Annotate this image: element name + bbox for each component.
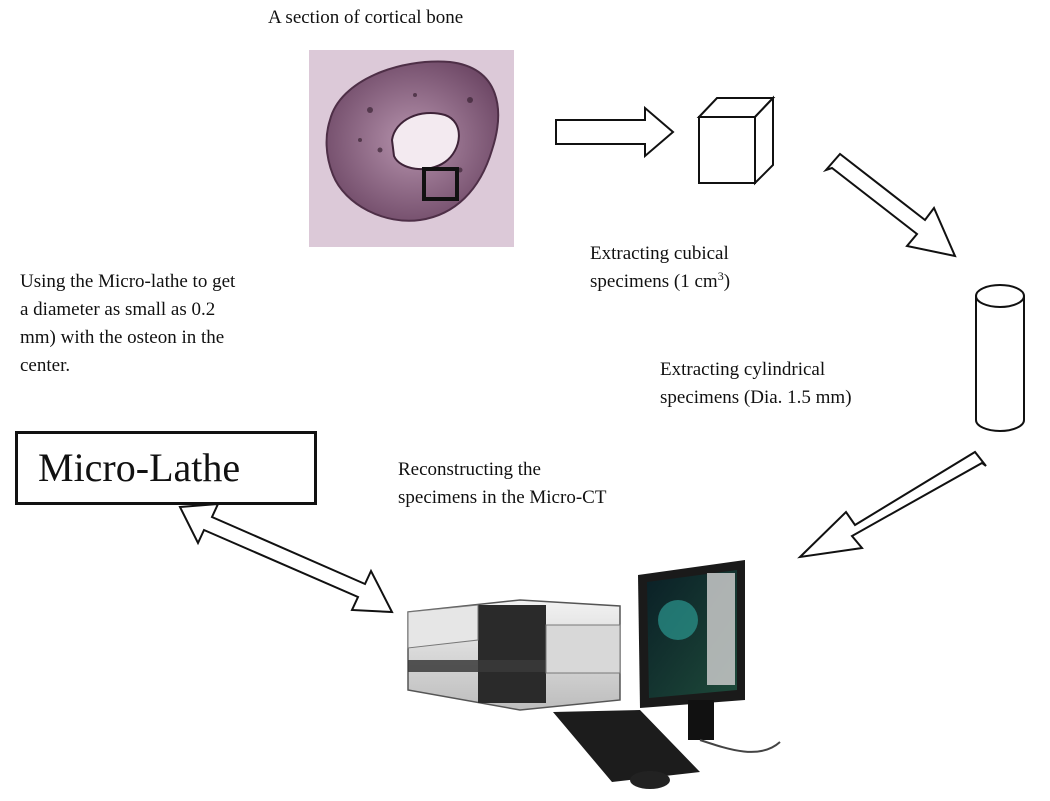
- cube-specimen-icon: [696, 95, 776, 186]
- cylinder-specimen-icon: [975, 284, 1025, 432]
- arrow-to-cylinder: [822, 152, 957, 258]
- cubical-caption-text: specimens (1 cm: [590, 271, 718, 292]
- lathe-caption-line1: Using the Micro-lathe to get: [20, 271, 236, 292]
- lathe-caption-line4: center.: [20, 355, 71, 376]
- cortical-bone-photo: [309, 50, 514, 247]
- cubical-caption-close: ): [723, 271, 731, 292]
- micro-ct-scanner-photo: [407, 560, 781, 789]
- cubical-caption-exponent: 3: [717, 269, 724, 283]
- bone-section-title: A section of cortical bone: [268, 7, 464, 28]
- cubical-caption-line2: specimens (1 cm3): [590, 268, 730, 296]
- micro-ct-caption-line1: Reconstructing the: [398, 459, 541, 480]
- cylindrical-caption-line2: specimens (Dia. 1.5 mm): [660, 387, 852, 408]
- arrow-to-cube: [555, 105, 675, 159]
- lathe-caption-line3: mm) with the osteon in the: [20, 327, 225, 348]
- micro-ct-caption-line2: specimens in the Micro-CT: [398, 487, 607, 508]
- micro-lathe-box: Micro-Lathe: [15, 431, 317, 505]
- arrow-to-micro-ct: [797, 450, 987, 559]
- micro-lathe-label: Micro-Lathe: [38, 445, 241, 490]
- lathe-caption-line2: a diameter as small as 0.2: [20, 299, 216, 320]
- double-arrow-lathe-ct: [178, 502, 394, 614]
- cylindrical-caption-line1: Extracting cylindrical: [660, 359, 826, 380]
- cubical-caption-line1: Extracting cubical: [590, 243, 729, 264]
- specimen-selection-box: [422, 167, 459, 201]
